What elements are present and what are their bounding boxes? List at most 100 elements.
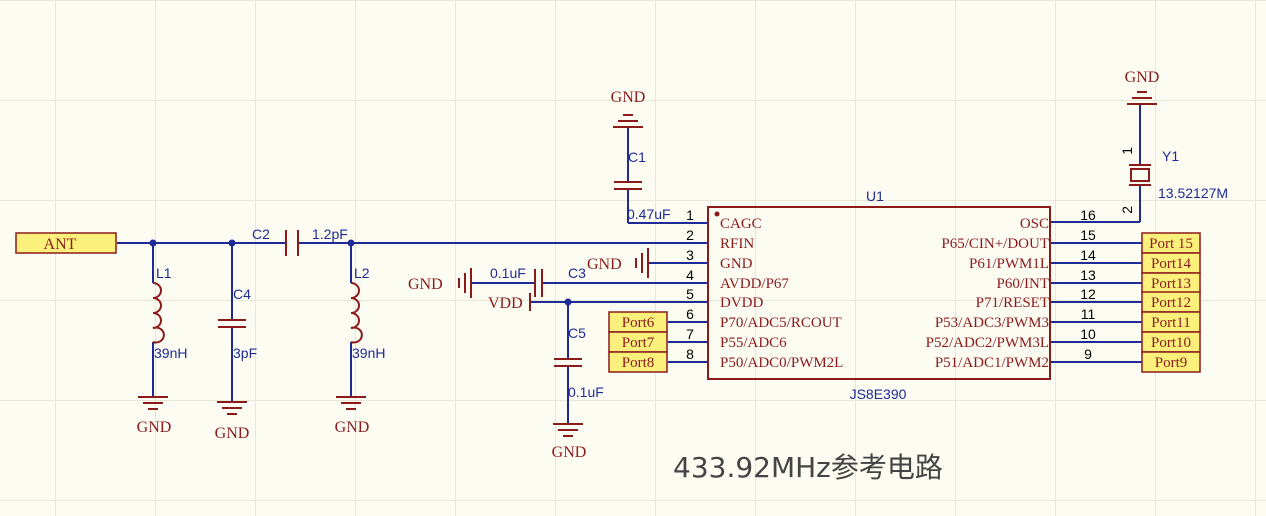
ic-pin-name: OSC: [1020, 216, 1049, 232]
gnd-label: GND: [1125, 69, 1160, 86]
c2-designator: C2: [252, 226, 270, 242]
gnd-label: GND: [215, 425, 250, 442]
ant-port: ANT: [15, 232, 117, 254]
port-label: Port9: [1155, 355, 1188, 371]
ic-pin-number: 9: [1084, 346, 1092, 362]
ic-pin-name: CAGC: [720, 216, 762, 232]
ic-pin-name: P70/ADC5/RCOUT: [720, 315, 842, 331]
port-label: Port11: [1151, 315, 1190, 331]
ic-pin-name: P65/CIN+/DOUT: [941, 236, 1049, 252]
ic-pin-number: 3: [686, 247, 694, 263]
ic-pin-number: 4: [686, 267, 694, 283]
c5-value: 0.1uF: [568, 384, 604, 400]
ic-pin-number: 14: [1080, 247, 1096, 263]
port-label: Port14: [1151, 256, 1192, 272]
gnd-symbol-c3: GND: [408, 268, 472, 298]
port-label: Port 15: [1149, 236, 1193, 252]
ic-pin-name: P51/ADC1/PWM2: [935, 355, 1049, 371]
ic-pin-number: 8: [686, 346, 694, 362]
c4-value: 3pF: [233, 345, 257, 361]
inductor-l1: L1 39nH: [152, 265, 187, 361]
gnd-label: GND: [335, 419, 370, 436]
ic-pin-name: P55/ADC6: [720, 335, 787, 351]
vdd-symbol: VDD: [488, 293, 531, 312]
ic-pin-number: 5: [686, 286, 694, 302]
port-label: Port8: [622, 355, 655, 371]
ant-port-label: ANT: [44, 236, 77, 253]
junction-dot: [347, 239, 355, 247]
ic-pin-number: 2: [686, 227, 694, 243]
junction-dot: [149, 239, 157, 247]
crystal-y1: 1 2 Y1 13.52127M: [1119, 147, 1228, 214]
ic-pin-number: 1: [686, 207, 694, 223]
c1-designator: C1: [628, 149, 646, 165]
port-label: Port12: [1151, 295, 1191, 311]
ic-pin-name: P50/ADC0/PWM2L: [720, 355, 843, 371]
ic-u1: U1 JS8E390 1CAGC2RFIN3GND4AVDD/P675DVDD6…: [686, 188, 1096, 402]
l2-designator: L2: [354, 265, 370, 281]
wires: [117, 104, 1142, 424]
gnd-symbol-c4: GND: [215, 401, 250, 442]
capacitor-c3: 0.1uF C3: [490, 265, 586, 297]
port-labels: Port 15Port14Port13Port12Port11Port10Por…: [608, 232, 1201, 373]
ic-body: [707, 206, 1051, 380]
gnd-label: GND: [137, 419, 172, 436]
c4-designator: C4: [233, 286, 251, 302]
ic-pin-name: P60/INT: [997, 276, 1050, 292]
port-label: Port6: [622, 315, 655, 331]
gnd-symbol-c5: GND: [552, 423, 587, 461]
pin1-marker: [714, 211, 720, 217]
vdd-label: VDD: [488, 295, 523, 312]
gnd-label: GND: [611, 89, 646, 106]
gnd-label: GND: [552, 444, 587, 461]
l1-designator: L1: [156, 265, 172, 281]
port-label: Port10: [1151, 335, 1191, 351]
ic-pin-number: 15: [1080, 227, 1096, 243]
gnd-symbol-y1: GND: [1125, 69, 1160, 105]
l1-value: 39nH: [154, 345, 187, 361]
l2-value: 39nH: [352, 345, 385, 361]
c3-value: 0.1uF: [490, 265, 526, 281]
c5-designator: C5: [568, 325, 586, 341]
port-box: [608, 351, 668, 373]
gnd-symbol-l2: GND: [335, 396, 370, 436]
ic-pin-number: 7: [686, 326, 694, 342]
ic-pin-name: P52/ADC2/PWM3L: [926, 335, 1049, 351]
ic-pin-name: AVDD/P67: [720, 276, 789, 292]
capacitor-c5: C5 0.1uF: [554, 325, 604, 400]
y1-designator: Y1: [1162, 148, 1179, 164]
y1-pin2-number: 2: [1119, 206, 1135, 214]
inductor-l2: L2 39nH: [350, 265, 385, 361]
c3-designator: C3: [568, 265, 586, 281]
c1-value: 0.47uF: [627, 206, 671, 222]
ic-pin-number: 11: [1081, 306, 1096, 322]
ic-part-number: JS8E390: [850, 386, 907, 402]
y1-pin1-number: 1: [1119, 147, 1135, 155]
ic-pin-name: DVDD: [720, 295, 763, 311]
port-label: Port7: [622, 335, 655, 351]
ic-pin-number: 16: [1080, 207, 1096, 223]
ic-pin-number: 13: [1080, 267, 1096, 283]
ic-pin-number: 12: [1080, 286, 1096, 302]
ic-pin-number: 10: [1080, 326, 1096, 342]
gnd-symbol-c1: GND: [611, 89, 646, 128]
ic-pin-name: P61/PWM1L: [969, 256, 1049, 272]
gnd-label: GND: [587, 256, 622, 273]
capacitor-c2: C2 1.2pF: [252, 226, 348, 256]
ic-pin-name: RFIN: [720, 236, 754, 252]
circuit-title: 433.92MHz参考电路: [673, 451, 943, 484]
gnd-symbol-pin3: GND: [587, 248, 649, 278]
gnd-label: GND: [408, 276, 443, 293]
junction-dot: [228, 239, 236, 247]
ic-pin-name: P71/RESET: [976, 295, 1049, 311]
gnd-symbol-l1: GND: [137, 396, 172, 436]
y1-value: 13.52127M: [1158, 185, 1228, 201]
junction-dot: [564, 298, 572, 306]
ic-pin-name: GND: [720, 256, 753, 272]
capacitor-c1: C1 0.47uF: [614, 149, 671, 222]
port-label: Port13: [1151, 276, 1191, 292]
ic-pin-number: 6: [686, 306, 694, 322]
capacitor-c4: C4 3pF: [218, 286, 257, 361]
